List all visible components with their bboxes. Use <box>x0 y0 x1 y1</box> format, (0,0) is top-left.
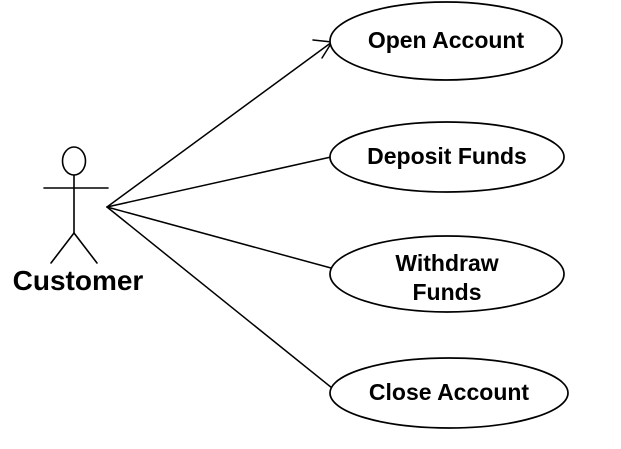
association-customer-deposit-funds[interactable] <box>106 156 332 208</box>
use-case-deposit-funds[interactable]: Deposit Funds <box>329 121 565 193</box>
use-case-open-account[interactable]: Open Account <box>329 1 563 81</box>
actor-label: Customer <box>13 265 144 296</box>
use-case-ellipse <box>329 121 565 193</box>
actor-leg-right-icon <box>73 232 98 264</box>
association-group <box>106 39 333 389</box>
use-case-label: Close Account <box>369 379 530 405</box>
association-customer-open-account[interactable] <box>106 41 333 208</box>
use-case-ellipse <box>329 1 563 81</box>
use-case-ellipse <box>329 357 569 429</box>
actor-leg-left-icon <box>50 232 75 264</box>
use-case-label-line-2: Funds <box>413 279 482 305</box>
use-case-ellipse <box>329 235 565 313</box>
actor-head-icon <box>61 146 87 176</box>
use-case-label: Open Account <box>368 27 525 53</box>
association-customer-close-account[interactable] <box>106 206 333 389</box>
use-case-withdraw-funds[interactable]: Withdraw Funds <box>329 235 565 313</box>
use-case-label: Deposit Funds <box>367 143 527 169</box>
actor-customer[interactable]: Customer <box>13 146 144 296</box>
use-case-label-line-1: Withdraw <box>395 250 498 276</box>
use-case-close-account[interactable]: Close Account <box>329 357 569 429</box>
association-customer-withdraw-funds[interactable] <box>106 206 332 269</box>
